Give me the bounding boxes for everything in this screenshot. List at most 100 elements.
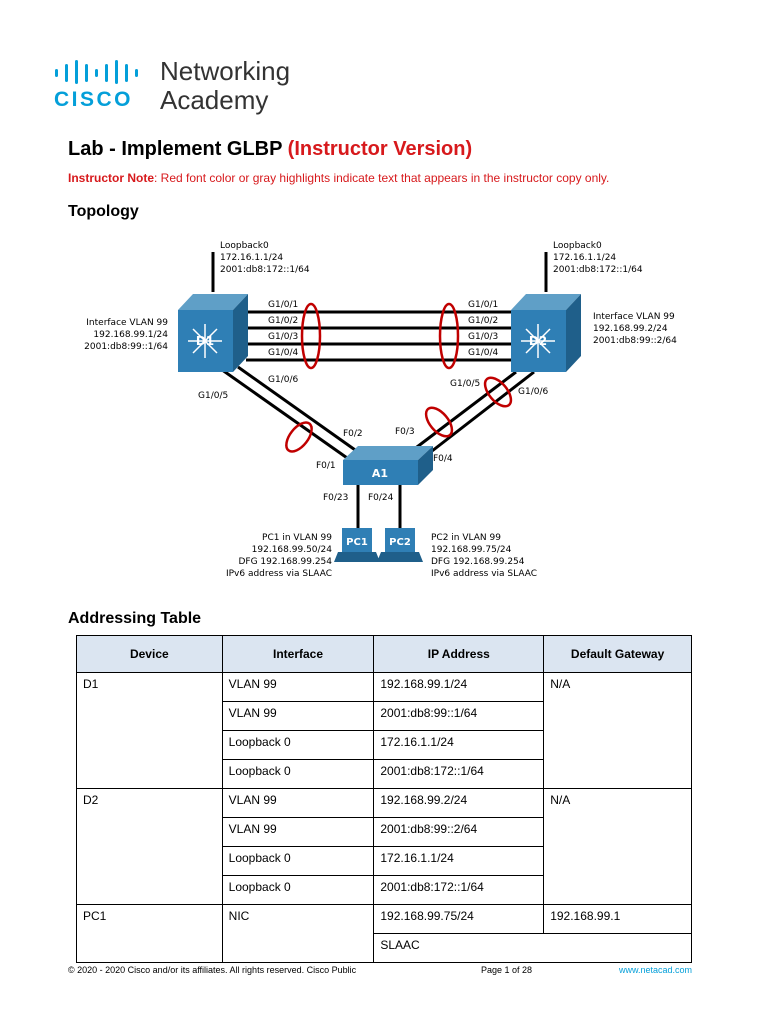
d2-switch-icon: D2 <box>511 294 581 372</box>
d2-loopback-ipv4: 172.16.1.1/24 <box>553 253 616 263</box>
cell-device: D2 <box>76 788 223 905</box>
cell-ip: SLAAC <box>373 933 692 963</box>
page-title: Lab - Implement GLBP (Instructor Version… <box>68 138 472 161</box>
d2-port-g103: G1/0/3 <box>468 332 498 342</box>
footer-copyright: © 2020 - 2020 Cisco and/or its affiliate… <box>68 965 357 975</box>
table-row: Loopback 0 172.16.1.1/24 <box>77 846 692 876</box>
title-version: (Instructor Version) <box>287 138 473 160</box>
cisco-bars-icon <box>55 60 138 84</box>
table-row: VLAN 99 2001:db8:99::1/64 <box>77 701 692 731</box>
a1-port-f01: F0/1 <box>316 461 336 471</box>
cisco-wordmark: cisco <box>54 88 134 111</box>
d1-vlan-ipv6: 2001:db8:99::1/64 <box>84 342 168 352</box>
topology-diagram: D1 D2 A1 PC1 PC2 Loopback0 172.16.1.1/24… <box>84 241 677 579</box>
a1-port-f03: F0/3 <box>395 427 415 437</box>
d1-loopback-ipv6: 2001:db8:172::1/64 <box>220 265 310 275</box>
table-row: PC1 NIC 192.168.99.75/24 192.168.99.1 <box>76 904 692 963</box>
cell-gateway: 192.168.99.1 <box>543 904 692 934</box>
d2-port-g102: G1/0/2 <box>468 316 498 326</box>
logo-networking-text: Networking <box>160 56 291 86</box>
table-row: SLAAC <box>77 933 692 963</box>
column-header-device: Device <box>76 635 223 673</box>
table-row: Loopback 0 2001:db8:172::1/64 <box>77 875 692 905</box>
instructor-note-text: : Red font color or gray highlights indi… <box>154 171 610 185</box>
cisco-networking-academy-logo: cisco Networking Academy <box>54 56 304 118</box>
d2-vlan-ipv6: 2001:db8:99::2/64 <box>593 336 677 346</box>
cell-interface: Loopback 0 <box>221 846 375 876</box>
d1-port-g102: G1/0/2 <box>268 316 298 326</box>
pc2-info-vlan: PC2 in VLAN 99 <box>431 533 501 543</box>
cell-gateway: N/A <box>543 788 692 905</box>
d2-vlan-ipv4: 192.168.99.2/24 <box>593 324 668 334</box>
pc1-info-ip: 192.168.99.50/24 <box>252 545 333 555</box>
a1-port-f04: F0/4 <box>433 454 453 464</box>
cell-interface: VLAN 99 <box>221 817 375 847</box>
instructor-note: Instructor Note: Red font color or gray … <box>68 171 609 185</box>
d1-vlan-label: Interface VLAN 99 <box>86 318 168 328</box>
pc2-info-ipv6: IPv6 address via SLAAC <box>431 569 537 579</box>
cell-interface: VLAN 99 <box>221 672 375 702</box>
d1-port-g106: G1/0/6 <box>268 375 298 385</box>
cell-ip: 2001:db8:99::1/64 <box>373 701 545 731</box>
d1-vlan-ipv4: 192.168.99.1/24 <box>93 330 168 340</box>
d1-port-g101: G1/0/1 <box>268 300 298 310</box>
table-row: D1 VLAN 99 192.168.99.1/24 N/A <box>76 672 692 789</box>
etherchannel-markers <box>285 302 513 453</box>
cell-interface: VLAN 99 <box>221 701 375 731</box>
cell-device: D1 <box>76 672 223 789</box>
instructor-note-label: Instructor Note <box>68 171 155 185</box>
a1-port-f024: F0/24 <box>368 493 394 503</box>
pc1-icon: PC1 <box>334 528 380 562</box>
column-header-ip-address: IP Address <box>373 635 545 673</box>
cell-ip: 192.168.99.1/24 <box>373 672 545 702</box>
cell-ip: 2001:db8:172::1/64 <box>373 759 545 789</box>
d1-a1-links <box>217 365 359 462</box>
addressing-table: Device Interface IP Address Default Gate… <box>76 635 692 963</box>
d2-port-g106: G1/0/6 <box>518 387 548 397</box>
column-header-interface: Interface <box>221 635 375 673</box>
cell-ip: 192.168.99.2/24 <box>373 788 545 818</box>
cell-ip: 192.168.99.75/24 <box>373 904 545 934</box>
a1-pc-links <box>356 485 402 532</box>
d2-port-g105: G1/0/5 <box>450 379 480 389</box>
pc2-icon: PC2 <box>377 528 423 562</box>
pc2-label: PC2 <box>389 537 411 548</box>
cell-ip: 2001:db8:172::1/64 <box>373 875 545 905</box>
footer-netacad-link[interactable]: www.netacad.com <box>619 965 693 975</box>
a1-port-f02: F0/2 <box>343 429 363 439</box>
table-row: VLAN 99 2001:db8:99::2/64 <box>77 817 692 847</box>
a1-label: A1 <box>372 467 388 480</box>
title-main: Lab - Implement GLBP <box>68 138 283 160</box>
d1-port-g104: G1/0/4 <box>268 348 298 358</box>
d1-label: D1 <box>196 334 214 348</box>
logo-academy-text: Academy <box>160 85 269 115</box>
d1-port-g105: G1/0/5 <box>198 391 228 401</box>
d1-port-g103: G1/0/3 <box>268 332 298 342</box>
pc2-info-ip: 192.168.99.75/24 <box>431 545 512 555</box>
d2-label: D2 <box>529 334 547 348</box>
cell-device: PC1 <box>76 904 223 963</box>
a1-port-f023: F0/23 <box>323 493 348 503</box>
d2-a1-links <box>412 370 535 460</box>
cell-interface: Loopback 0 <box>221 759 375 789</box>
cell-gateway: N/A <box>543 672 692 789</box>
pc1-info-ipv6: IPv6 address via SLAAC <box>226 569 332 579</box>
pc1-info-vlan: PC1 in VLAN 99 <box>262 533 332 543</box>
d2-loopback-label: Loopback0 <box>553 241 602 251</box>
cell-interface: NIC <box>221 904 375 963</box>
d2-loopback-ipv6: 2001:db8:172::1/64 <box>553 265 643 275</box>
footer-page-number: Page 1 of 28 <box>481 965 533 975</box>
cell-interface: Loopback 0 <box>221 730 375 760</box>
d1-loopback-ipv4: 172.16.1.1/24 <box>220 253 283 263</box>
cell-ip: 172.16.1.1/24 <box>373 730 545 760</box>
d1-loopback-label: Loopback0 <box>220 241 269 251</box>
d1-d2-links <box>246 310 511 362</box>
a1-switch-icon: A1 <box>343 446 433 485</box>
column-header-default-gateway: Default Gateway <box>543 635 692 673</box>
addressing-table-heading: Addressing Table <box>68 610 202 627</box>
pc1-info-dfg: DFG 192.168.99.254 <box>238 557 332 567</box>
cell-interface: VLAN 99 <box>221 788 375 818</box>
table-header-row: Device Interface IP Address Default Gate… <box>76 635 692 673</box>
d1-switch-icon: D1 <box>178 294 248 372</box>
topology-heading: Topology <box>68 203 139 220</box>
